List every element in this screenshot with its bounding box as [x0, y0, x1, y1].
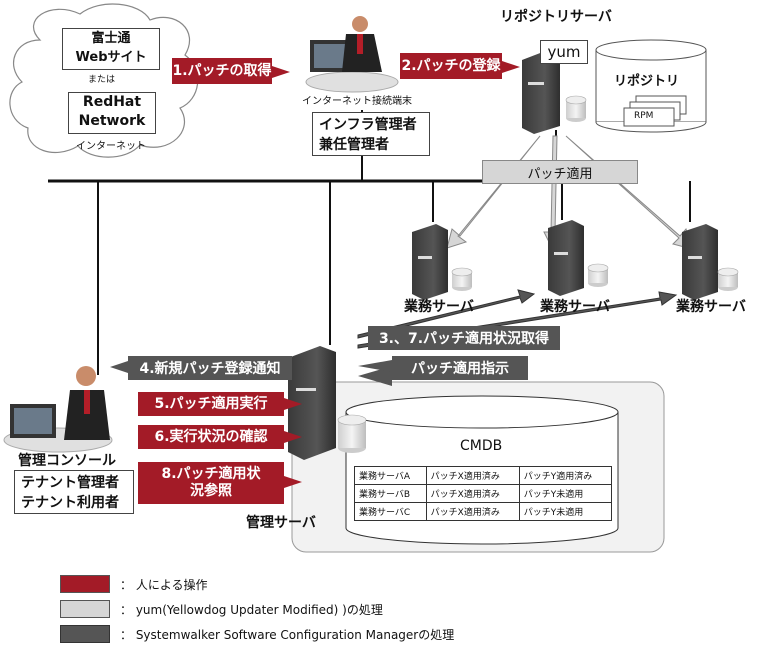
step-1-get-patch: 1.パッチの取得: [172, 58, 272, 84]
table-cell: パッチY適用済み: [518, 466, 613, 485]
internet-label: インターネット: [76, 141, 146, 152]
step-5-execute: 5.パッチ適用実行: [138, 392, 284, 416]
management-console-label: 管理コンソール: [18, 453, 116, 469]
tenant-users-box: テナント管理者 テナント利用者: [14, 470, 134, 514]
table-cell: パッチY未適用: [518, 484, 613, 503]
business-server-1: [412, 224, 473, 300]
step-3-7-get-status: 3.、7.パッチ適用状況取得: [368, 326, 560, 350]
infra-admin-box: インフラ管理者 兼任管理者: [312, 112, 430, 156]
table-row: 業務サーバB パッチX適用済み パッチY未適用: [354, 484, 613, 503]
legend-swatch-yum: [60, 600, 110, 618]
table-cell: パッチX適用済み: [425, 502, 520, 521]
cmdb-table: 業務サーバA パッチX適用済み パッチY適用済み 業務サーバB パッチX適用済み…: [354, 466, 613, 521]
business-server-2-label: 業務サーバ: [540, 299, 610, 315]
yum-box: yum: [540, 40, 588, 64]
patch-apply-label: パッチ適用: [482, 160, 638, 184]
table-cell: パッチY未適用: [518, 502, 613, 521]
table-cell: パッチX適用済み: [425, 466, 520, 485]
management-console-icon: [3, 366, 113, 453]
or-label: または: [88, 75, 116, 85]
business-server-1-label: 業務サーバ: [404, 299, 474, 315]
table-cell: 業務サーバA: [354, 466, 427, 485]
legend-text-yum: ： yum(Yellowdog Updater Modified) )の処理: [120, 603, 383, 617]
table-cell: 業務サーバC: [354, 502, 427, 521]
repository-cylinder: [595, 39, 707, 133]
legend-swatch-human: [60, 575, 110, 593]
rpm-label: RPM: [634, 111, 654, 121]
internet-terminal-label: インターネット接続端末: [302, 96, 412, 107]
management-server-icon: [288, 346, 367, 460]
step-6-check-status: 6.実行状況の確認: [138, 425, 284, 449]
legend-text-sscm: ： Systemwalker Software Configuration Ma…: [120, 628, 455, 642]
cmdb-title: CMDB: [460, 438, 503, 454]
table-row: 業務サーバC パッチX適用済み パッチY未適用: [354, 502, 613, 521]
table-cell: パッチX適用済み: [425, 484, 520, 503]
internet-terminal-icon: [305, 16, 399, 93]
redhat-network-box: RedHat Network: [68, 92, 156, 134]
step-4-notify: 4.新規パッチ登録通知: [128, 356, 292, 380]
business-server-2: [548, 220, 609, 296]
patch-apply-instruction: パッチ適用指示: [392, 356, 528, 380]
table-row: 業務サーバA パッチX適用済み パッチY適用済み: [354, 466, 613, 485]
repository-label: リポジトリ: [614, 74, 680, 89]
fujitsu-website-box: 富士通 Webサイト: [62, 28, 160, 70]
business-server-3: [682, 224, 739, 300]
legend-text-human: ： 人による操作: [120, 578, 208, 592]
business-server-3-label: 業務サーバ: [676, 299, 746, 315]
repository-server: [522, 50, 587, 134]
legend-swatch-sscm: [60, 625, 110, 643]
repository-server-title: リポジトリサーバ: [500, 9, 612, 25]
step-8-view-status: 8.パッチ適用状 況参照: [138, 462, 284, 504]
step-2-register-patch: 2.パッチの登録: [400, 53, 502, 79]
management-server-label: 管理サーバ: [246, 515, 316, 531]
table-cell: 業務サーバB: [354, 484, 427, 503]
